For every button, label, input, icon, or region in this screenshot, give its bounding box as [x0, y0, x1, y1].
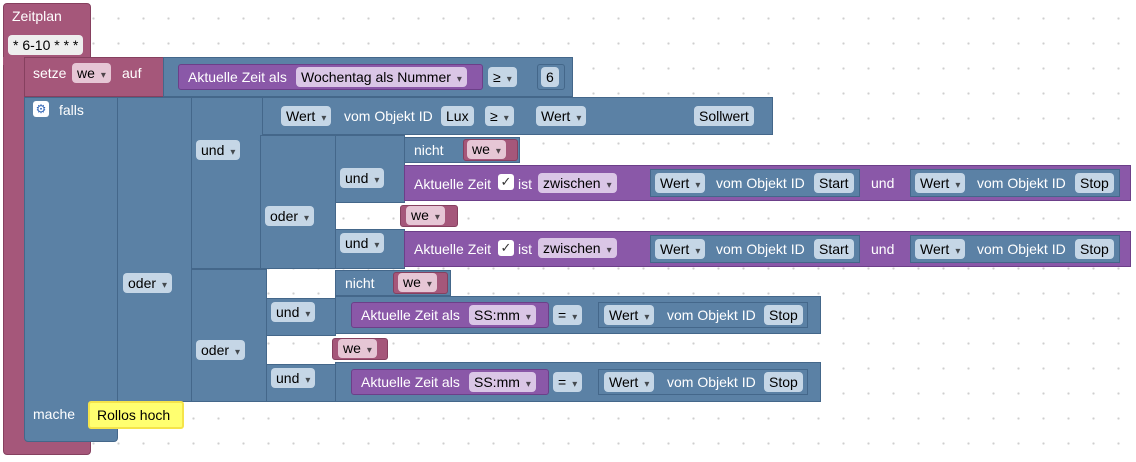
lux-object-id-field[interactable]: Lux [441, 106, 474, 126]
start-object-label-2: vom Objekt ID [716, 241, 805, 257]
and-block-outer[interactable] [117, 97, 192, 402]
start-value-dropdown-1[interactable]: Wert [655, 173, 706, 193]
or-operator-dropdown-2[interactable]: oder [196, 340, 246, 360]
stop-value-dropdown-2[interactable]: Wert [915, 239, 966, 259]
ssmm-dropdown-1[interactable]: SS:mm [469, 305, 536, 325]
action-block-rollos[interactable] [88, 401, 184, 429]
number-value[interactable]: 6 [541, 67, 559, 87]
set-prefix: setze [33, 65, 67, 81]
start-object-field-1[interactable]: Start [814, 173, 854, 193]
current-time-as-label: Aktuelle Zeit als [188, 69, 287, 85]
var-dropdown-we-1[interactable]: we [467, 140, 506, 159]
current-time-label-1: Aktuelle Zeit [414, 176, 492, 192]
start-object-field-2[interactable]: Start [814, 239, 854, 259]
checkbox-1[interactable]: ✓ [498, 174, 514, 190]
start-object-label-1: vom Objekt ID [716, 175, 805, 191]
checkbox-2[interactable]: ✓ [498, 240, 514, 256]
cron-field[interactable]: * 6-10 * * * [8, 35, 84, 55]
current-time-as-label-1: Aktuelle Zeit als [361, 307, 460, 323]
current-time-as-label-2: Aktuelle Zeit als [361, 374, 460, 390]
and-text-1: und [871, 175, 895, 191]
and-operator-dropdown-c[interactable]: und [271, 302, 316, 322]
wert-dropdown-d[interactable]: Wert [604, 372, 655, 392]
ist-label-1: ist [518, 176, 532, 192]
sollwert-value-dropdown[interactable]: Wert [536, 106, 587, 126]
lux-object-id-label: vom Objekt ID [344, 108, 433, 124]
between-dropdown-1[interactable]: zwischen [538, 173, 617, 193]
ssmm-dropdown-2[interactable]: SS:mm [469, 372, 536, 392]
gear-icon[interactable]: ⚙ [33, 101, 49, 117]
lux-value-dropdown[interactable]: Wert [281, 106, 332, 126]
sollwert-object-id-field[interactable]: Sollwert [694, 106, 754, 126]
and-text-2: und [871, 241, 895, 257]
and-operator-dropdown-1[interactable]: und [196, 140, 241, 160]
oder-operator-dropdown-main[interactable]: oder [123, 273, 173, 293]
and-operator-dropdown-a[interactable]: und [340, 168, 385, 188]
eq-operator-dropdown-1[interactable]: = [553, 305, 583, 325]
or-block-first[interactable] [260, 135, 336, 269]
wert-dropdown-c[interactable]: Wert [604, 305, 655, 325]
if-block[interactable] [24, 97, 118, 442]
var-dropdown-we-2[interactable]: we [406, 206, 445, 225]
lux-operator-dropdown[interactable]: ≥ [485, 106, 514, 126]
do-label: mache [33, 406, 76, 422]
start-value-dropdown-2[interactable]: Wert [655, 239, 706, 259]
between-dropdown-2[interactable]: zwischen [538, 238, 617, 258]
and-operator-dropdown-b[interactable]: und [340, 233, 385, 253]
weekday-format-dropdown[interactable]: Wochentag als Nummer [296, 67, 467, 87]
if-label: falls [59, 102, 84, 118]
ist-label-2: ist [518, 241, 532, 257]
and-operator-dropdown-d[interactable]: und [271, 368, 316, 388]
and-block-first[interactable] [191, 97, 263, 269]
stop-value-dropdown-1[interactable]: Wert [915, 173, 966, 193]
weekday-operator-dropdown[interactable]: ≥ [488, 67, 517, 87]
eq-operator-dropdown-2[interactable]: = [553, 372, 583, 392]
stop-object-label-2: vom Objekt ID [977, 241, 1066, 257]
set-variable-dropdown[interactable]: we [72, 63, 111, 83]
stop-field-d[interactable]: Stop [764, 372, 803, 392]
var-dropdown-we-3[interactable]: we [398, 273, 437, 292]
stop-object-field-2[interactable]: Stop [1075, 239, 1114, 259]
stop-field-c[interactable]: Stop [764, 305, 803, 325]
not-label-2: nicht [345, 275, 375, 291]
or-operator-dropdown-1[interactable]: oder [265, 206, 315, 226]
not-label-1: nicht [414, 142, 444, 158]
current-time-label-2: Aktuelle Zeit [414, 241, 492, 257]
object-id-label-d: vom Objekt ID [667, 374, 756, 390]
var-dropdown-we-4[interactable]: we [338, 339, 377, 358]
compare-block-lux[interactable] [262, 97, 773, 135]
set-suffix: auf [122, 65, 142, 81]
object-id-label-c: vom Objekt ID [667, 307, 756, 323]
action-text: Rollos hoch [97, 407, 171, 423]
trigger-title: Zeitplan [12, 8, 62, 24]
and-block-second[interactable] [191, 269, 267, 402]
stop-object-label-1: vom Objekt ID [977, 175, 1066, 191]
stop-object-field-1[interactable]: Stop [1075, 173, 1114, 193]
